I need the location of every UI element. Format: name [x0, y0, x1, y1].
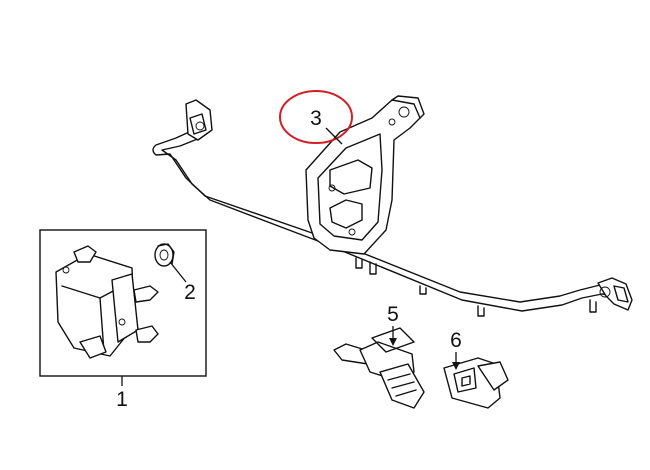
callout-5-label: 5 — [387, 303, 399, 326]
sensor-clip — [443, 357, 509, 409]
callout-6-arrowhead — [452, 362, 460, 370]
callout-2-leader — [169, 261, 187, 283]
callout-3-label: 3 — [310, 107, 322, 130]
callout-6-label: 6 — [450, 329, 462, 352]
callout-2-label: 2 — [184, 281, 196, 304]
left-rod-bracket — [185, 99, 213, 141]
sensor-bracket — [305, 95, 425, 255]
control-module — [55, 245, 159, 359]
callout-3-leader — [325, 127, 343, 145]
rod-clips — [355, 257, 597, 317]
callout-5-arrowhead — [389, 338, 397, 346]
right-rod-bracket — [597, 277, 633, 311]
callout-1-label: 1 — [116, 388, 128, 411]
parking-sensor — [333, 327, 425, 409]
nut — [154, 243, 175, 267]
part-1-box — [39, 229, 207, 377]
highlight-circle — [279, 90, 353, 144]
